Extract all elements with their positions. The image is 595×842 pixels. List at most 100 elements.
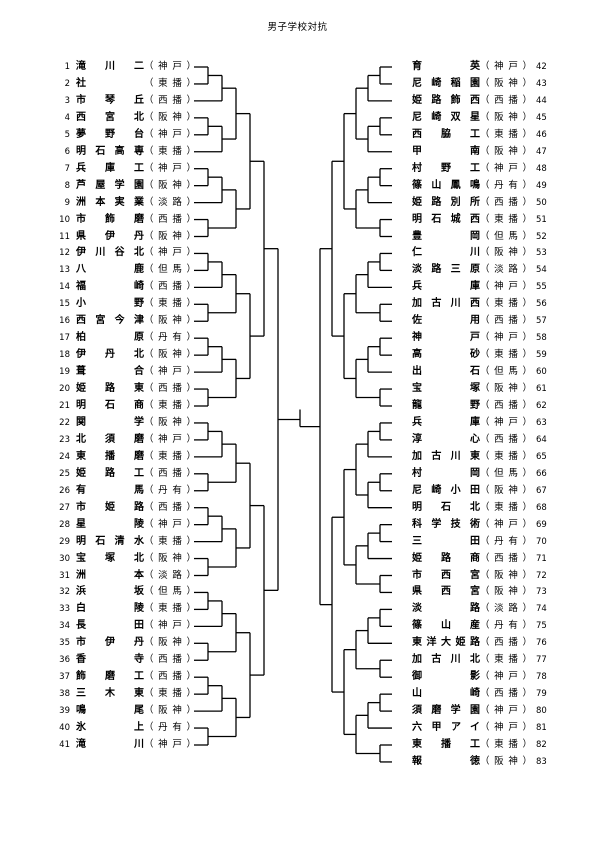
region-label: （阪神） xyxy=(144,705,196,717)
entry-number: 67 xyxy=(536,485,547,496)
school-name: 北須磨 xyxy=(76,433,144,445)
region-label: （神戸） xyxy=(144,61,196,72)
entry-number: 43 xyxy=(536,78,547,89)
school-name: 兵庫工 xyxy=(76,162,144,174)
entry-number: 51 xyxy=(536,214,547,225)
entry-number: 42 xyxy=(536,62,547,72)
school-name: 御影 xyxy=(412,671,480,683)
region-label: （西播） xyxy=(480,94,532,106)
school-name: 甲南 xyxy=(412,145,480,157)
region-label: （神戸） xyxy=(144,366,196,378)
region-label: （西播） xyxy=(144,213,196,225)
entry-row: 東洋大姫路（西播）76 xyxy=(412,635,552,651)
region-label: （西播） xyxy=(480,315,532,327)
region-label: （東播） xyxy=(144,450,196,462)
entry-number: 61 xyxy=(536,384,547,395)
school-name: 姫路東 xyxy=(76,383,144,395)
school-name: 篠山鳳鳴 xyxy=(412,179,480,191)
region-label: （阪神） xyxy=(144,552,196,564)
entry-number: 63 xyxy=(536,417,547,428)
school-name: 伊川谷北 xyxy=(76,247,144,259)
school-name: 洲本実業 xyxy=(76,196,144,208)
region-label: （東播） xyxy=(480,739,532,750)
region-label: （西播） xyxy=(480,400,532,411)
school-name: 葺合 xyxy=(76,366,144,378)
entry-row: 尼崎双星（阪神）45 xyxy=(412,110,552,126)
region-label: （神戸） xyxy=(144,247,196,259)
region-label: （東播） xyxy=(144,688,196,700)
school-name: 姫路商 xyxy=(412,552,480,564)
school-name: 県伊丹 xyxy=(76,230,144,242)
entry-number: 45 xyxy=(536,112,547,123)
entry-row: 高砂（東播）59 xyxy=(412,347,552,363)
school-name: 宝塚 xyxy=(412,383,480,395)
region-label: （阪神） xyxy=(144,637,196,649)
school-name: 社 xyxy=(76,77,86,89)
school-name: 市姫路 xyxy=(76,501,144,513)
region-label: （丹有） xyxy=(144,484,196,496)
entry-row: 豊岡（但馬）52 xyxy=(412,229,552,245)
region-label: （淡路） xyxy=(144,569,196,581)
school-name: 科学技術 xyxy=(412,518,480,530)
entry-number: 41 xyxy=(59,740,70,750)
school-name: 滝川 xyxy=(76,739,144,750)
region-label: （阪神） xyxy=(480,586,532,598)
school-name: 兵庫 xyxy=(412,281,480,293)
entry-row: 兵庫（神戸）55 xyxy=(412,279,552,295)
school-name: 尼崎稲園 xyxy=(412,77,480,89)
school-name: 氷上 xyxy=(76,722,144,734)
entry-number: 60 xyxy=(536,367,547,378)
entry-number: 44 xyxy=(536,95,547,106)
region-label: （西播） xyxy=(144,654,196,666)
school-name: 加古川北 xyxy=(412,654,480,666)
school-name: 飾磨工 xyxy=(76,671,144,683)
entry-number: 32 xyxy=(59,587,70,598)
region-label: （神戸） xyxy=(480,281,532,293)
page-title: 男子学校対抗 xyxy=(267,22,328,33)
entry-number: 78 xyxy=(536,672,547,683)
entry-number: 18 xyxy=(59,350,70,361)
region-label: （阪神） xyxy=(480,145,532,157)
school-name: 豊岡 xyxy=(412,230,480,242)
region-label: （東播） xyxy=(144,603,196,615)
entry-number: 77 xyxy=(536,655,547,666)
entry-number: 4 xyxy=(64,112,70,123)
school-name: 三田 xyxy=(412,535,480,547)
school-name: 東播磨 xyxy=(76,450,144,462)
region-label: （但馬） xyxy=(480,230,532,242)
school-name: 小野 xyxy=(76,298,144,310)
entry-number: 1 xyxy=(64,62,70,72)
region-label: （神戸） xyxy=(480,705,532,717)
entry-number: 80 xyxy=(536,706,547,717)
entry-number: 59 xyxy=(536,350,547,361)
entry-number: 37 xyxy=(59,672,70,683)
school-name: 六甲アイ xyxy=(412,722,480,734)
region-label: （阪神） xyxy=(144,315,196,327)
entry-number: 19 xyxy=(59,367,70,378)
region-label: （丹有） xyxy=(480,535,532,547)
region-label: （東播） xyxy=(480,501,532,513)
school-name: 夢野台 xyxy=(76,128,144,140)
entry-row: 甲南（阪神）47 xyxy=(412,144,552,160)
school-name: 西宮今津 xyxy=(76,315,144,327)
entry-row: 淳心（西播）64 xyxy=(412,432,552,448)
school-name: 洲本 xyxy=(76,569,144,581)
entry-row: 御影（神戸）78 xyxy=(412,669,552,685)
entry-number: 50 xyxy=(536,197,547,208)
entry-row: 加古川東（東播）65 xyxy=(412,449,552,465)
region-label: （但馬） xyxy=(144,586,196,598)
region-label: （神戸） xyxy=(144,620,196,632)
entry-number: 36 xyxy=(59,655,70,666)
